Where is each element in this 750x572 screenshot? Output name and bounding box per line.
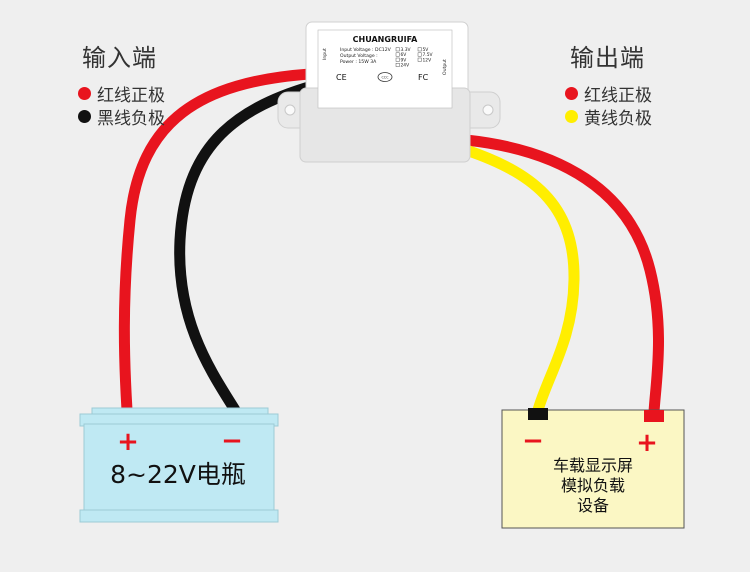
- input-legend-negative: 黑线负极: [78, 104, 165, 129]
- load-label-line-1: 车载显示屏: [552, 456, 633, 475]
- input-legend-negative-label: 黑线负极: [97, 109, 165, 129]
- voltage-option-checkbox-icon: [417, 47, 422, 52]
- output-red-wire: [460, 134, 664, 418]
- input-black-wire: [174, 80, 318, 416]
- input-side-title: 输入端: [82, 44, 157, 72]
- converter-side-output: Output: [442, 59, 448, 75]
- voltage-option-label: 24V: [401, 63, 410, 69]
- voltage-option-checkbox-icon: [395, 52, 400, 57]
- battery-label: 8~22V电瓶: [110, 460, 246, 489]
- battery-body: [83, 423, 275, 513]
- converter-power: Power : 15W 3A: [340, 59, 377, 65]
- voltage-option-checkbox-icon: [395, 47, 400, 52]
- load-negative-terminal: [528, 408, 548, 420]
- voltage-option-label: 5V: [423, 47, 429, 53]
- load-minus-sign: −: [522, 426, 544, 456]
- converter-brand: CHUANGRUIFA: [353, 35, 418, 44]
- load-label-line-2: 模拟负载: [560, 476, 625, 495]
- voltage-option-checkbox-icon: [417, 52, 422, 57]
- ccc-mark: CCC: [381, 76, 389, 80]
- converter-side-input: Input: [322, 48, 328, 60]
- output-side-title: 输出端: [570, 44, 645, 72]
- converter-output-voltage-label: Output Voltage :: [340, 53, 378, 59]
- output-legend-negative: 黄线负极: [565, 104, 652, 129]
- mounting-hole-left: [284, 104, 296, 116]
- voltage-option-label: 7.5V: [423, 52, 433, 58]
- voltage-option-label: 12V: [423, 57, 432, 63]
- load-positive-terminal: [644, 410, 664, 422]
- load-label: 车载显示屏 模拟负载 设备: [502, 456, 684, 516]
- red-dot-icon: [78, 87, 91, 100]
- output-voltage-options: 3.3V 5V 6V 7.5V 9V 12V 24V: [395, 47, 433, 69]
- voltage-option-label: 9V: [401, 57, 407, 63]
- input-red-wire: [118, 68, 316, 416]
- battery: + −: [79, 407, 279, 523]
- voltage-option-checkbox-icon: [395, 63, 400, 67]
- voltage-option-label: 3.3V: [401, 47, 411, 53]
- converter-sticker: [317, 29, 453, 109]
- fc-mark: FC: [418, 73, 429, 82]
- output-legend-negative-label: 黄线负极: [584, 109, 652, 129]
- input-legend-positive: 红线正极: [78, 81, 165, 106]
- black-dot-icon: [78, 110, 91, 123]
- load-body: [501, 409, 685, 529]
- battery-minus-sign: −: [221, 426, 243, 456]
- yellow-dot-icon: [565, 110, 578, 123]
- battery-base: [79, 509, 279, 523]
- mounting-hole-right: [482, 104, 494, 116]
- ce-mark: CE: [336, 73, 347, 82]
- output-legend-positive-label: 红线正极: [584, 86, 652, 106]
- voltage-option-label: 6V: [401, 52, 407, 58]
- output-yellow-wire: [460, 144, 580, 416]
- red-dot-icon: [565, 87, 578, 100]
- ccc-mark-icon: [377, 72, 393, 82]
- load-label-line-3: 设备: [576, 496, 609, 515]
- input-legend-positive-label: 红线正极: [97, 86, 165, 106]
- voltage-option-checkbox-icon: [395, 57, 400, 62]
- output-legend-positive: 红线正极: [565, 81, 652, 106]
- battery-plus-sign: +: [117, 427, 139, 457]
- load-plus-sign: +: [636, 428, 658, 458]
- load-device: − +: [501, 408, 685, 529]
- voltage-option-checkbox-icon: [417, 57, 422, 62]
- converter-module: CHUANGRUIFA Input Voltage : DC12V Output…: [277, 21, 501, 163]
- converter-input-voltage: Input Voltage : DC12V: [340, 47, 392, 53]
